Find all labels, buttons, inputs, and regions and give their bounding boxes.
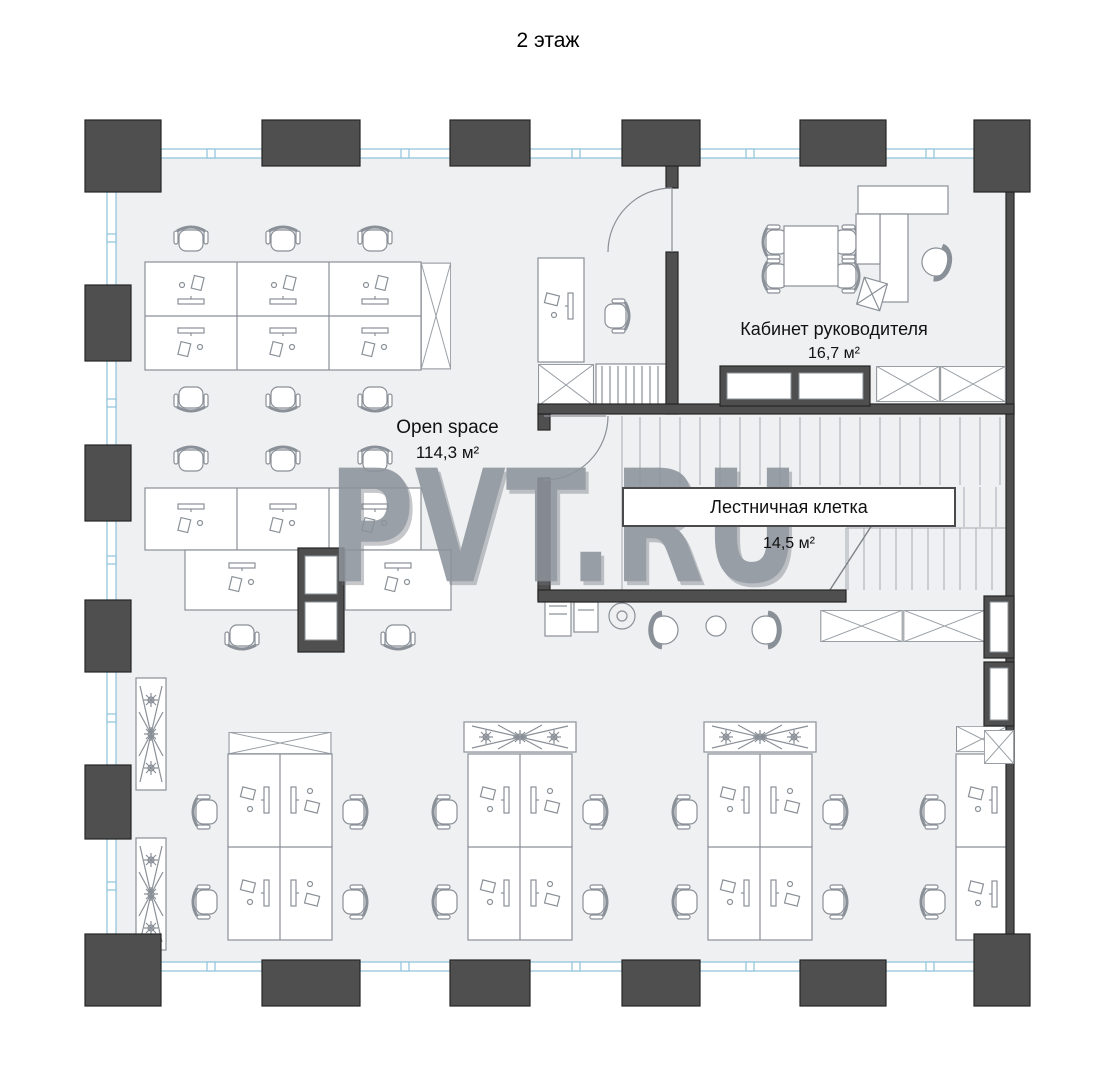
room-area: 16,7 м² [808, 344, 860, 362]
room-name: Лестничная клетка [710, 496, 868, 517]
cabinet-icon [228, 732, 332, 754]
plant-icon [136, 838, 166, 950]
door-swing-arc [607, 187, 673, 253]
doors [543, 187, 673, 481]
desk-pod [708, 754, 812, 940]
wardrobe-icon [903, 610, 986, 642]
papers-icon [855, 276, 889, 312]
desk-cluster-c [184, 547, 452, 653]
meeting-table-icon [783, 225, 839, 287]
staircase-treads [621, 416, 1006, 597]
door-swing-arc [543, 415, 609, 481]
fan-icon [608, 602, 636, 630]
desk-pod [228, 754, 332, 940]
cabinet-icon [876, 366, 940, 402]
room-label-staircase: Лестничная клетка [622, 487, 956, 527]
furniture-lounge [544, 597, 986, 647]
coffee-table-icon [705, 615, 727, 637]
shaft [983, 595, 1015, 764]
furniture-director-office [761, 185, 954, 312]
room-area: 114,3 м² [415, 442, 480, 462]
wardrobe-icon [820, 610, 903, 642]
plant-icon [464, 722, 576, 752]
room-label-director-office: Кабинет руководителя 16,7 м² [720, 318, 948, 364]
desk-cluster-a [144, 225, 451, 413]
desk-pod [468, 754, 572, 940]
room-name: Кабинет руководителя [740, 319, 928, 339]
plant-icon [136, 678, 166, 790]
room-area-staircase: 14,5 м² [763, 535, 815, 552]
pillars [84, 119, 1031, 1007]
desk-cluster-b [144, 445, 422, 551]
furniture-open-space [144, 225, 671, 653]
floor-title: 2 этаж [516, 29, 580, 52]
cabinet-icon [940, 366, 1006, 402]
cabinet-icon [421, 262, 451, 370]
reception-desk [537, 257, 671, 407]
plant-icon [704, 722, 816, 752]
cabinet-icon [538, 364, 594, 406]
watermark: PVT.RU [328, 436, 800, 619]
room-name: Open space [396, 417, 499, 438]
room-label-open-space: Open space 114,3 м² [345, 416, 550, 463]
